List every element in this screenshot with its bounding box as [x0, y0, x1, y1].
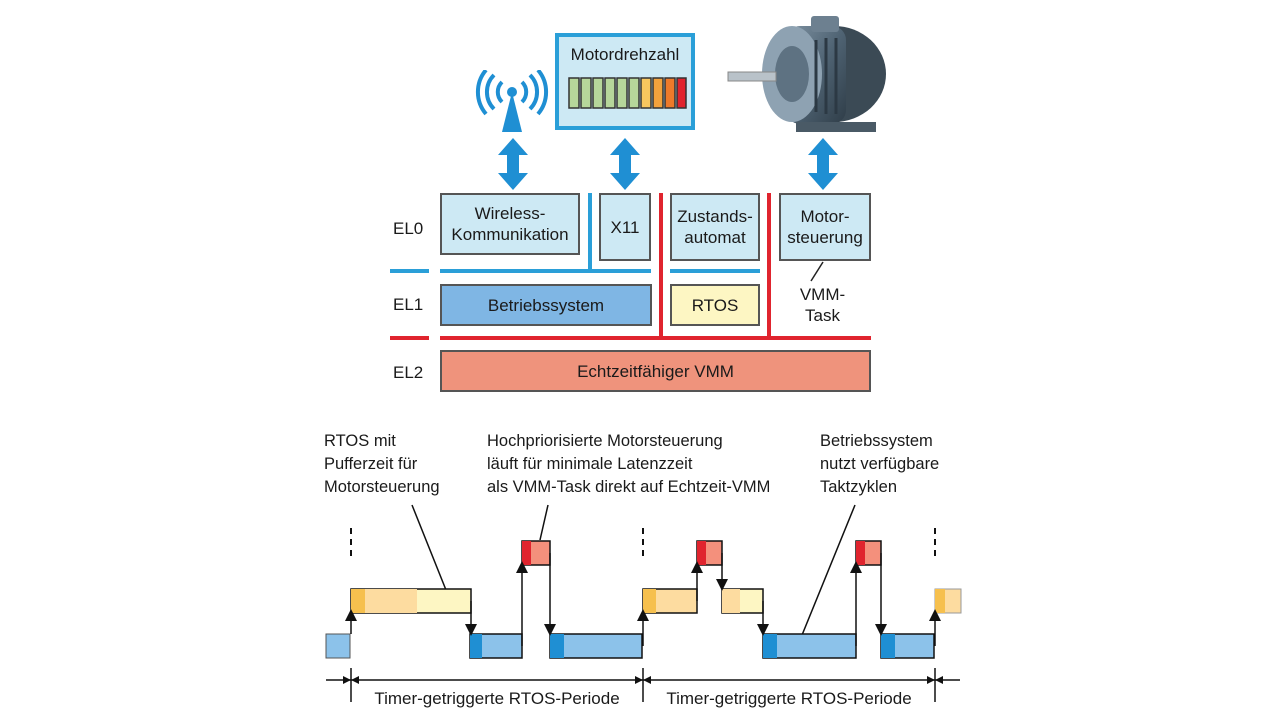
- period-arrowhead: [927, 676, 935, 684]
- motor-task-block-start: [697, 541, 706, 565]
- period-arrowhead: [643, 676, 651, 684]
- motor-control-label-line2: steuerung: [787, 228, 863, 247]
- realtime-vmm-label: Echtzeitfähiger VMM: [577, 361, 734, 381]
- state-machine-label-line1: Zustands-: [677, 207, 753, 226]
- wireless-label-line1: Wireless-: [474, 204, 546, 223]
- os-block-start: [550, 634, 564, 658]
- rtos-period-label: Timer-getriggerte RTOS-Periode: [654, 688, 924, 709]
- layer-label-el2: EL2: [393, 363, 424, 382]
- os-block-start: [470, 634, 482, 658]
- double-arrow-icon: [610, 138, 640, 190]
- note-line: läuft für minimale Latenzzeit: [487, 455, 693, 473]
- x11-box: X11: [599, 193, 651, 261]
- motor-priority-note: Hochpriorisierte Motorsteuerung läuft fü…: [487, 430, 770, 499]
- rtos-block-start: [351, 589, 365, 613]
- double-arrow-icon: [808, 138, 838, 190]
- double-arrow-icon: [498, 138, 528, 190]
- os-note-pointer: [799, 504, 856, 641]
- period-arrowhead: [343, 676, 351, 684]
- os-block-start: [763, 634, 777, 658]
- operating-system-label: Betriebssystem: [487, 295, 605, 315]
- os-cycles-note: Betriebssystem nutzt verfügbare Taktzykl…: [820, 430, 939, 499]
- period-arrowhead: [935, 676, 943, 684]
- state-machine-label-line2: automat: [684, 228, 746, 247]
- rtos-period-label: Timer-getriggerte RTOS-Periode: [362, 688, 632, 709]
- motor-task-block-start: [522, 541, 531, 565]
- speed-bar-gauge: [568, 77, 687, 109]
- vmm-task-label: VMM- Task: [795, 284, 850, 326]
- vmm-task-pointer: [810, 261, 824, 282]
- rtos-note-pointer: [411, 504, 447, 591]
- vmm-task-label-line1: VMM-: [799, 285, 846, 304]
- note-line: RTOS mit: [324, 432, 396, 450]
- rtos-label: RTOS: [691, 295, 739, 315]
- x11-label: X11: [610, 217, 640, 237]
- layer-label-el1: EL1: [393, 295, 424, 314]
- rtos-buffer-note: RTOS mit Pufferzeit für Motorsteuerung: [324, 430, 440, 499]
- rtos-block-buffer: [365, 589, 417, 613]
- note-line: nutzt verfügbare: [820, 455, 940, 473]
- rtos-block-buffer: [722, 589, 740, 613]
- rtos-box: RTOS: [670, 284, 760, 326]
- motor-task-block-start: [856, 541, 865, 565]
- wireless-label-line2: Kommunikation: [451, 225, 569, 244]
- vmm-task-label-line2: Task: [805, 306, 840, 325]
- note-line: als VMM-Task direkt auf Echtzeit-VMM: [487, 478, 771, 496]
- motor-control-box: Motor- steuerung: [779, 193, 871, 261]
- period-arrowhead: [351, 676, 359, 684]
- motor-speed-title: Motordrehzahl: [570, 45, 680, 64]
- motor-speed-display: Motordrehzahl: [555, 33, 695, 130]
- rtos-block-start: [935, 589, 945, 613]
- wireless-antenna-icon: [475, 70, 549, 132]
- wireless-communication-box: Wireless- Kommunikation: [440, 193, 580, 255]
- motor-control-label-line1: Motor-: [800, 207, 850, 226]
- os-block: [325, 633, 351, 659]
- note-line: Hochpriorisierte Motorsteuerung: [487, 432, 723, 450]
- note-line: Betriebssystem: [820, 432, 933, 450]
- note-line: Pufferzeit für: [324, 455, 418, 473]
- realtime-vmm-box: Echtzeitfähiger VMM: [440, 350, 871, 392]
- rtos-block-start: [643, 589, 656, 613]
- os-block-start: [881, 634, 895, 658]
- operating-system-box: Betriebssystem: [440, 284, 652, 326]
- layer-label-el0: EL0: [393, 219, 424, 238]
- period-arrowhead: [635, 676, 643, 684]
- note-line: Taktzyklen: [820, 478, 898, 496]
- os-block: [549, 633, 643, 659]
- electric-motor-icon: [727, 16, 886, 132]
- motor-note-pointer: [539, 504, 549, 541]
- state-machine-box: Zustands- automat: [670, 193, 760, 261]
- note-line: Motorsteuerung: [324, 478, 440, 496]
